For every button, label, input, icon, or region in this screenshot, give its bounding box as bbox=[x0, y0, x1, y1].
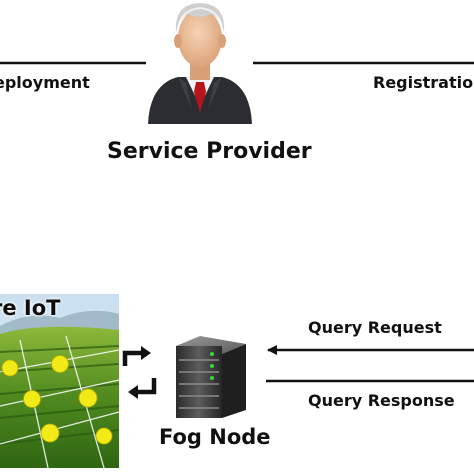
query-request-label: Query Request bbox=[308, 318, 442, 337]
sensor-dot bbox=[41, 424, 59, 442]
sensor-dot bbox=[79, 389, 97, 407]
deployment-label: eployment bbox=[0, 73, 90, 92]
service-provider-label: Service Provider bbox=[107, 139, 312, 164]
sensor-dot bbox=[96, 428, 112, 444]
farm-field-image bbox=[0, 294, 119, 468]
query-response-label: Query Response bbox=[308, 391, 455, 410]
sensor-dot bbox=[52, 356, 69, 373]
sync-arrows-icon bbox=[125, 346, 154, 399]
server-icon bbox=[176, 336, 246, 418]
sensor-dot bbox=[2, 360, 18, 376]
fog-node-label: Fog Node bbox=[159, 425, 271, 449]
business-person-icon bbox=[148, 3, 252, 124]
registration-label: Registratio bbox=[373, 73, 473, 92]
iot-label: re IoT bbox=[0, 296, 60, 320]
sensor-dot bbox=[24, 391, 41, 408]
